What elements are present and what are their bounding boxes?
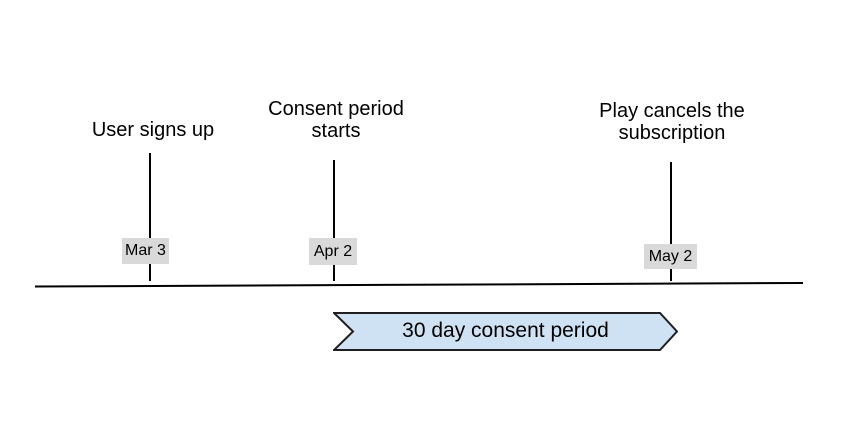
event-consent-start-date-chip: Apr 2: [309, 238, 357, 265]
event-signup-date-chip: Mar 3: [122, 238, 169, 264]
event-signup-tick-line: [149, 153, 151, 281]
event-cancel-date-chip: May 2: [644, 244, 697, 269]
event-cancel-tick-line: [670, 162, 672, 281]
consent-period-banner-label: 30 day consent period: [402, 318, 609, 342]
event-signup-label: User signs up: [91, 119, 215, 141]
ribbon-arrow-icon: [333, 312, 678, 351]
timeline-axis-line: [34, 282, 804, 288]
event-consent-start-tick-line: [333, 160, 335, 281]
consent-period-banner-arrow-shape: [333, 312, 678, 351]
event-cancel-label: Play cancels the subscription: [599, 100, 745, 144]
consent-period-banner: 30 day consent period: [333, 312, 678, 351]
event-consent-start-label: Consent period starts: [268, 98, 404, 142]
